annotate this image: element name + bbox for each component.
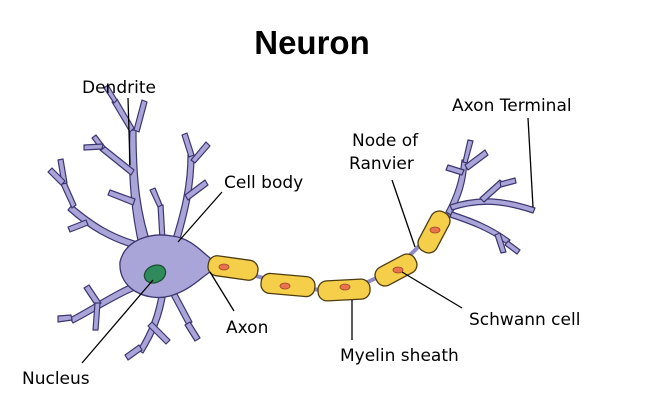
dendrites	[47, 84, 211, 361]
leader-node-of-ranvier	[391, 179, 416, 248]
label-myelin-sheath: Myelin sheath	[340, 346, 459, 366]
label-node-of-ranvier-line2: Ranvier	[349, 154, 414, 174]
myelin-sheath	[207, 210, 451, 302]
schwann-cell-segment	[260, 272, 316, 298]
leader-axon	[209, 271, 235, 312]
label-dendrite: Dendrite	[82, 78, 156, 98]
schwann-cell-segment	[417, 210, 451, 254]
schwann-cell-segment	[207, 255, 259, 281]
leader-dendrite	[127, 97, 131, 166]
leader-cell-body	[177, 191, 223, 243]
schwann-cell-segment	[374, 253, 418, 287]
label-nucleus: Nucleus	[22, 369, 90, 389]
leader-lines	[81, 97, 534, 364]
axon-terminal-branches	[445, 139, 536, 255]
label-axon-terminal: Axon Terminal	[452, 96, 572, 116]
cell-body-shape	[119, 234, 211, 299]
schwann-cell-segment	[317, 278, 371, 302]
label-cell-body: Cell body	[224, 173, 303, 193]
leader-schwann-cell	[401, 271, 463, 309]
label-axon: Axon	[226, 318, 268, 338]
leader-axon-terminal	[527, 117, 534, 208]
diagram-title: Neuron	[254, 24, 370, 61]
nucleus-shape	[143, 264, 167, 284]
label-node-of-ranvier-line1: Node of	[352, 131, 419, 151]
label-schwann-cell: Schwann cell	[469, 310, 580, 330]
leader-nucleus	[81, 279, 154, 364]
